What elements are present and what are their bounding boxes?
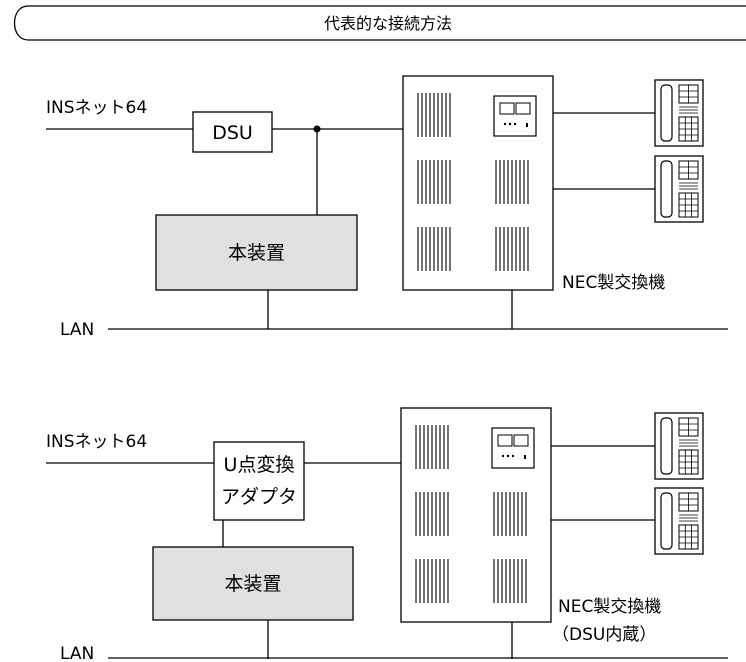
- phone-icon: [654, 155, 704, 223]
- pbx-control-panel: [491, 427, 535, 469]
- pbx-label-line2: （DSU内蔵）: [552, 625, 656, 645]
- device-box: [155, 214, 358, 291]
- device-label: 本装置: [224, 573, 281, 595]
- phone-icon: [654, 487, 704, 555]
- adapter-label-line2: アダプタ: [221, 486, 297, 508]
- device-label: 本装置: [228, 242, 285, 264]
- phone-icon: [654, 412, 704, 480]
- dsu-box: [192, 111, 273, 153]
- ins-line-label: INSネット64: [46, 98, 147, 118]
- diagram-adapter-connection: INSネット64 U点変換 アダプタ 本装置 NEC製交換機 （DSU内蔵） L…: [46, 407, 728, 662]
- lan-label: LAN: [60, 644, 94, 662]
- adapter-box: [213, 441, 305, 521]
- pbx-control-panel: [493, 95, 537, 137]
- title-banner: 代表的な接続方法: [14, 5, 746, 41]
- device-box: [152, 546, 354, 621]
- pbx-label: NEC製交換機: [562, 273, 665, 293]
- adapter-label-line1: U点変換: [224, 454, 295, 476]
- phone-icon: [654, 79, 704, 147]
- ins-line-label: INSネット64: [46, 432, 147, 452]
- pbx-label-line1: NEC製交換機: [558, 597, 661, 617]
- page-title: 代表的な接続方法: [324, 14, 452, 33]
- lan-label: LAN: [60, 320, 94, 340]
- diagram-dsu-connection: INSネット64 DSU 本装置 NEC製交換機 LAN: [46, 75, 728, 340]
- dsu-label: DSU: [212, 122, 253, 144]
